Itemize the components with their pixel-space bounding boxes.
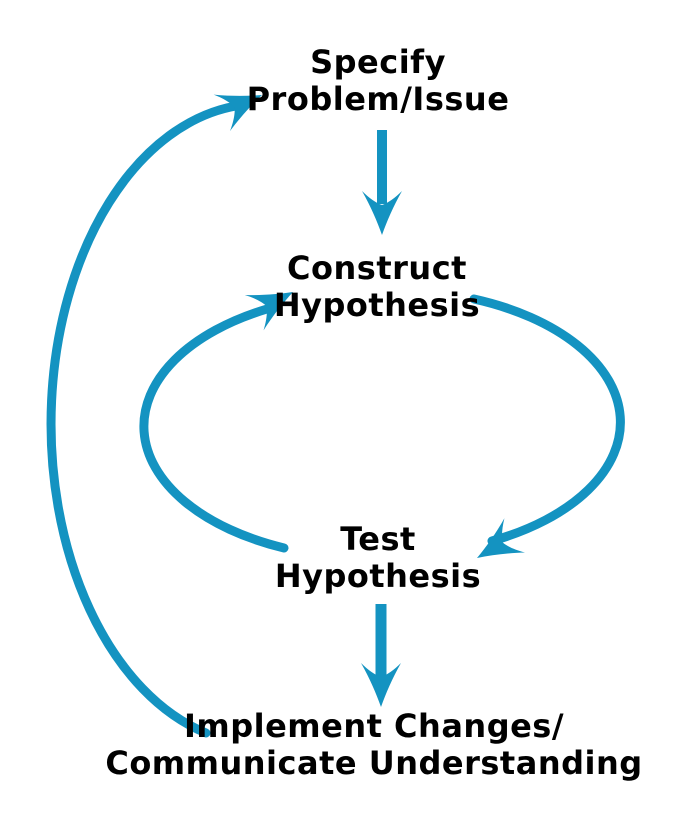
- node-implement-line1: Implement Changes/: [183, 707, 565, 745]
- node-specify-line1: Specify: [310, 43, 446, 81]
- outer-return-arrowhead-icon: [213, 94, 262, 132]
- cycle-right-arc: [469, 294, 625, 546]
- node-implement-line2: Communicate Understanding: [105, 744, 643, 782]
- node-specify-problem-issue: Specify Problem/Issue: [37, 44, 682, 118]
- cycle-left-arc: [139, 304, 289, 553]
- node-test-line1: Test: [340, 520, 416, 558]
- node-implement-communicate: Implement Changes/ Communicate Understan…: [33, 708, 682, 782]
- arrow-down-specify-to-construct-head-icon: [362, 191, 402, 235]
- node-construct-hypothesis: Construct Hypothesis: [36, 250, 682, 324]
- node-test-line2: Hypothesis: [274, 557, 482, 595]
- node-test-hypothesis: Test Hypothesis: [37, 521, 682, 595]
- cycle-right-arrowhead-icon: [477, 518, 526, 558]
- arrow-down-test-to-implement-head-icon: [361, 663, 401, 707]
- node-specify-line2: Problem/Issue: [246, 80, 510, 118]
- node-construct-line1: Construct: [287, 249, 467, 287]
- cycle-left-arrowhead-icon: [244, 292, 293, 331]
- node-construct-line2: Hypothesis: [273, 286, 481, 324]
- outer-return-arc: [46, 101, 241, 738]
